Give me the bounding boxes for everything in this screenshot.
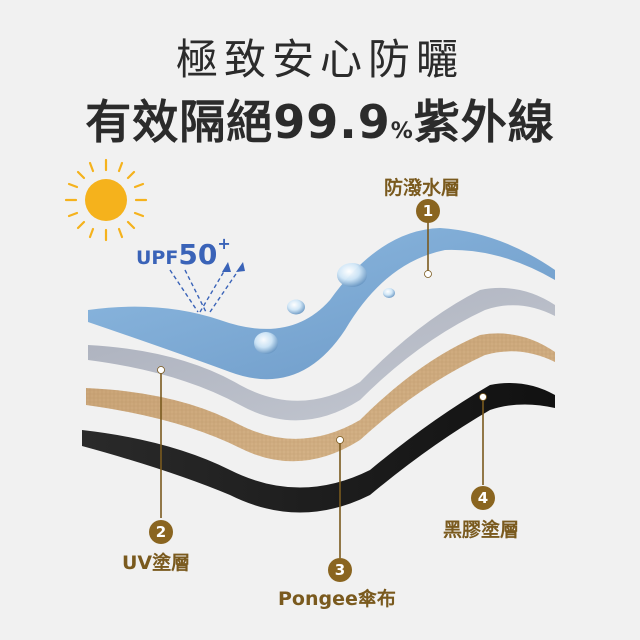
uv-layer: [88, 287, 555, 421]
upf-rating: UPF50+: [136, 234, 231, 271]
uv-rays-icon: [169, 267, 241, 313]
layer-4-badge: 4: [471, 486, 495, 510]
layer-2-label: UV塗層: [122, 552, 191, 574]
upf-value: 50: [178, 238, 218, 271]
headline-prefix: 有效隔絕99.9: [85, 95, 391, 149]
upf-text: UPF: [136, 247, 179, 269]
headline-line-2: 有效隔絕99.9%紫外線: [0, 86, 640, 152]
water-drops-icon: [254, 263, 395, 354]
black-layer: [82, 382, 555, 513]
headline-line-1: 極致安心防曬: [175, 35, 464, 84]
layer-1-badge: 1: [416, 199, 440, 223]
layer-3-badge: 3: [328, 558, 352, 582]
headline-percent: %: [390, 119, 414, 144]
headline-suffix: 紫外線: [413, 95, 555, 149]
layer-1-label: 防潑水層: [384, 177, 461, 199]
sun-icon: [64, 158, 148, 242]
uv-arrowheads-icon: [222, 262, 245, 272]
upf-plus: +: [217, 234, 231, 253]
layer-4-label: 黑膠塗層: [443, 519, 520, 541]
layer-2-badge: 2: [149, 520, 173, 544]
layer-3-label: Pongee傘布: [278, 588, 396, 610]
water-layer: [88, 228, 555, 380]
